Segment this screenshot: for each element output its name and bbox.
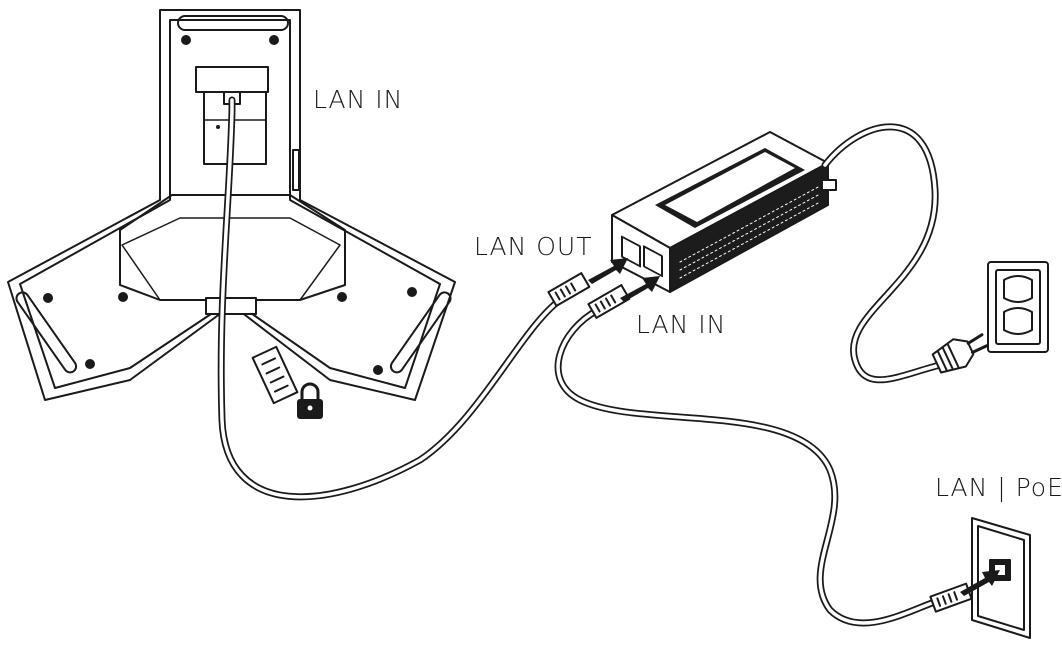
lock-icon [297,382,323,419]
power-cord [821,123,989,384]
phone-right-slot [389,291,452,374]
conference-phone [7,9,456,419]
label-injector-lan-in: LAN IN [636,310,727,339]
power-plug-icon [931,333,989,374]
wall-outlet [987,261,1049,353]
phone-bottom-latch [205,297,257,315]
poe-injector [611,131,837,293]
phone-screws [43,35,417,375]
phone-inner-outline [19,19,441,389]
injector-vents [679,185,821,279]
injector-foot [821,179,837,191]
label-phone-lan-in: LAN IN [313,85,404,114]
phone-side-button [292,149,300,191]
arrow-icon [588,258,660,302]
network-wall-jack [960,517,1031,639]
arrow-icon [960,570,1000,596]
label-injector-lan-out: LAN OUT [474,232,593,261]
phone-left-slot [15,291,78,374]
cable-lock-clip [251,345,299,405]
phone-top-slot [177,15,289,31]
label-wall-lan-poe: LAN | PoE [935,473,1062,502]
cable-injector-to-wall [554,284,973,627]
rj45-plug-icon [547,272,591,307]
rj45-plug-icon [587,284,631,319]
rj45-plug-icon [929,582,973,613]
phone-center-window [121,217,341,301]
injector-side [669,162,829,293]
cable-phone-to-injector [217,96,591,501]
phone-body-outline [7,9,456,401]
injector-port-in [643,245,663,278]
